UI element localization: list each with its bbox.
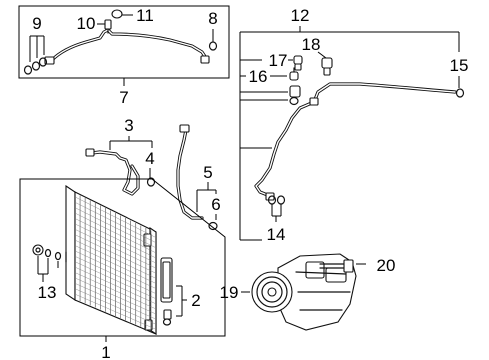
liquid-line-group-12: 12 18 17 16	[239, 6, 469, 244]
hose-group-3: 3 4	[85, 116, 156, 196]
bracket-13	[32, 244, 67, 263]
condenser-fin-line	[75, 251, 156, 289]
hose-group-box-7: 7 9 10 11 8	[18, 5, 230, 107]
callout-16: 16	[249, 67, 268, 86]
suction-hose	[44, 28, 210, 65]
valve-body	[289, 85, 301, 98]
condenser-fin-line	[75, 278, 156, 314]
condenser-fin-line	[75, 289, 156, 324]
callout-14: 14	[267, 225, 286, 244]
condenser	[65, 184, 157, 336]
condenser-group-box-1: 1 13 2	[19, 178, 226, 360]
callout-10: 10	[77, 14, 96, 33]
o-ring-15	[455, 88, 465, 98]
cap-17	[293, 55, 303, 71]
callout-2: 2	[191, 291, 200, 310]
o-ring-6	[208, 221, 218, 231]
callout-6: 6	[211, 195, 220, 214]
callout-18: 18	[302, 35, 321, 54]
cap-11	[111, 9, 123, 19]
condenser-fin-line	[75, 272, 156, 309]
condenser-fin-line	[75, 245, 156, 284]
receiver-drier-2	[160, 257, 173, 326]
callout-11: 11	[136, 6, 154, 25]
callout-5: 5	[203, 163, 212, 182]
callout-3: 3	[124, 116, 133, 135]
callout-12: 12	[291, 6, 310, 25]
o-ring-9	[23, 57, 48, 75]
condenser-fin-line	[75, 283, 156, 319]
condenser-fin-line	[75, 218, 156, 258]
callout-15: 15	[450, 56, 469, 75]
discharge-hose	[85, 148, 140, 196]
compressor-group: 19 20	[220, 253, 396, 331]
condenser-fin-line	[75, 208, 156, 248]
condenser-fins	[75, 195, 156, 331]
condenser-fin-line	[75, 262, 156, 299]
tube-group-5: 5 6	[176, 124, 221, 231]
callout-13: 13	[38, 283, 57, 302]
condenser-fin-line	[75, 213, 156, 253]
compressor	[251, 253, 357, 331]
callout-4: 4	[145, 149, 154, 168]
o-ring-8	[208, 41, 218, 51]
condenser-fin-line	[75, 267, 156, 304]
callout-8: 8	[208, 9, 217, 28]
liquid-tube	[176, 124, 204, 220]
condenser-fin-line	[75, 229, 156, 268]
valve-core-16	[289, 67, 299, 81]
pressure-switch-18	[321, 57, 333, 76]
condenser-fin-line	[75, 202, 156, 243]
valve-core-10	[104, 19, 112, 34]
condenser-fin-line	[75, 235, 156, 273]
callout-17: 17	[269, 51, 288, 70]
callout-1: 1	[101, 343, 110, 360]
bolt-20	[319, 259, 354, 273]
callout-19: 19	[220, 283, 239, 302]
condenser-fin-line	[75, 240, 156, 279]
o-ring-4	[146, 177, 156, 187]
callout-20: 20	[377, 256, 396, 275]
condenser-fin-line	[75, 224, 156, 263]
callout-7: 7	[119, 88, 128, 107]
condenser-fin-line	[75, 197, 156, 238]
liquid-line-pipe	[254, 82, 457, 201]
callout-9: 9	[32, 14, 41, 33]
condenser-fin-line	[75, 294, 156, 330]
o-ring-12	[289, 96, 299, 106]
condenser-fin-line	[75, 256, 156, 294]
